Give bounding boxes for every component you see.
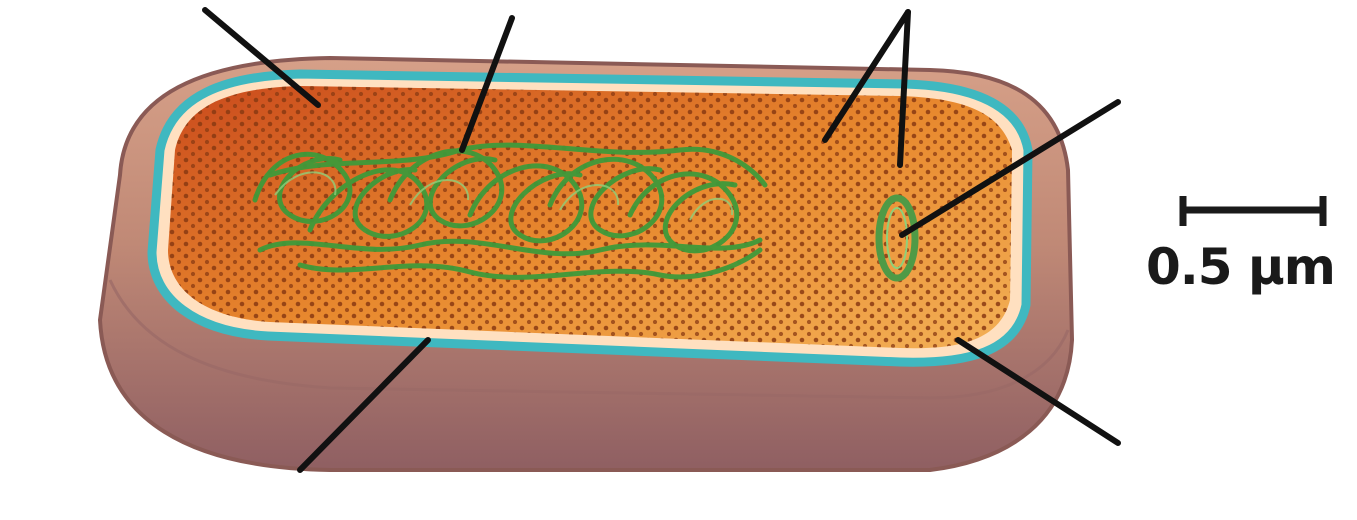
scale-bar [1183, 196, 1323, 226]
scale-bar-label: 0.5 µm [1146, 238, 1356, 296]
